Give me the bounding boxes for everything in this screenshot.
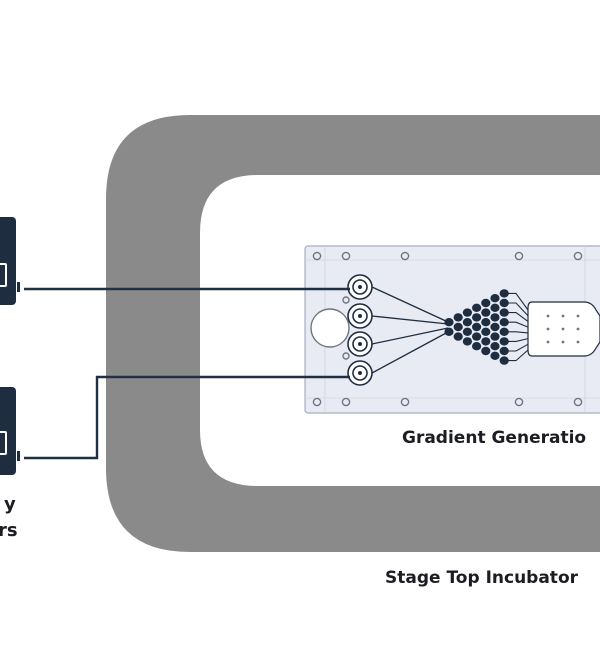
tubing-bottom	[24, 375, 350, 460]
outlet-channels	[508, 292, 529, 362]
syringe-pump-top	[0, 217, 20, 305]
chip-hole	[514, 397, 524, 407]
mixing-unit	[481, 308, 491, 317]
gradient-generator-chip	[304, 245, 600, 414]
mixing-unit	[499, 327, 509, 336]
chip-reservoir	[310, 308, 350, 348]
mixing-unit	[444, 327, 454, 336]
chip-hole	[312, 397, 322, 407]
outlet-channel	[508, 349, 529, 362]
mixing-unit	[462, 327, 472, 336]
mixing-unit	[499, 356, 509, 365]
mixing-unit	[453, 332, 463, 341]
inlet-channels	[371, 286, 449, 374]
mixing-unit	[490, 351, 500, 360]
chip-hole	[341, 251, 351, 261]
chip-hole	[342, 352, 350, 360]
mixing-unit	[462, 318, 472, 327]
chamber-markers	[546, 314, 580, 344]
chip-hole	[400, 397, 410, 407]
mixing-unit	[499, 318, 509, 327]
chip-hole	[400, 251, 410, 261]
chip-port	[347, 360, 373, 386]
mixing-unit	[481, 327, 491, 336]
chip-label: Gradient Generatio	[402, 428, 587, 448]
outlet-channel	[508, 343, 529, 352]
mixing-unit	[499, 289, 509, 298]
outlet-channel	[508, 302, 529, 317]
mixing-unit	[499, 308, 509, 317]
outlet-channel	[508, 338, 529, 342]
chip-port	[347, 303, 373, 329]
mixing-unit	[472, 342, 482, 351]
mixing-unit	[453, 313, 463, 322]
pumps-label-line-1: y	[4, 494, 16, 515]
mixing-unit	[472, 322, 482, 332]
chip-hole	[342, 296, 350, 304]
mixing-unit	[472, 303, 482, 312]
chip-hole	[573, 251, 583, 261]
mixing-unit	[481, 318, 491, 327]
pumps-label-line-2: rs	[0, 520, 18, 541]
chip-port	[347, 274, 373, 300]
mixing-unit	[490, 313, 500, 322]
mixing-unit	[472, 332, 482, 341]
mixing-unit	[499, 346, 509, 356]
outlet-channel	[508, 331, 529, 334]
mixing-unit	[490, 322, 500, 332]
mixing-unit	[490, 294, 500, 303]
chip-hole	[573, 397, 583, 407]
mixing-unit	[481, 298, 491, 308]
mixing-unit	[490, 303, 500, 312]
mixing-unit	[444, 318, 454, 327]
mixing-unit	[490, 342, 500, 351]
incubator-frame	[106, 115, 600, 552]
outlet-channel	[508, 312, 529, 322]
mixing-unit	[499, 337, 509, 346]
chip-holes	[312, 251, 583, 407]
chip-hole	[514, 251, 524, 261]
mixing-unit	[462, 308, 472, 317]
chip-hole	[312, 251, 322, 261]
mixing-unit	[472, 313, 482, 322]
gradient-mixing-tree	[444, 289, 509, 365]
chip-hole	[341, 397, 351, 407]
outlet-channel	[508, 292, 529, 311]
chip-inlet-ports	[347, 274, 373, 386]
mixing-unit	[481, 346, 491, 356]
mixing-unit	[481, 337, 491, 346]
chip-port	[347, 331, 373, 357]
mixing-unit	[490, 332, 500, 341]
mixing-unit	[499, 298, 509, 308]
mixing-unit	[462, 337, 472, 346]
mixing-unit	[453, 322, 463, 332]
outlet-channel	[508, 321, 529, 328]
incubator-label: Stage Top Incubator	[385, 568, 579, 588]
syringe-pump-bottom	[0, 387, 20, 475]
